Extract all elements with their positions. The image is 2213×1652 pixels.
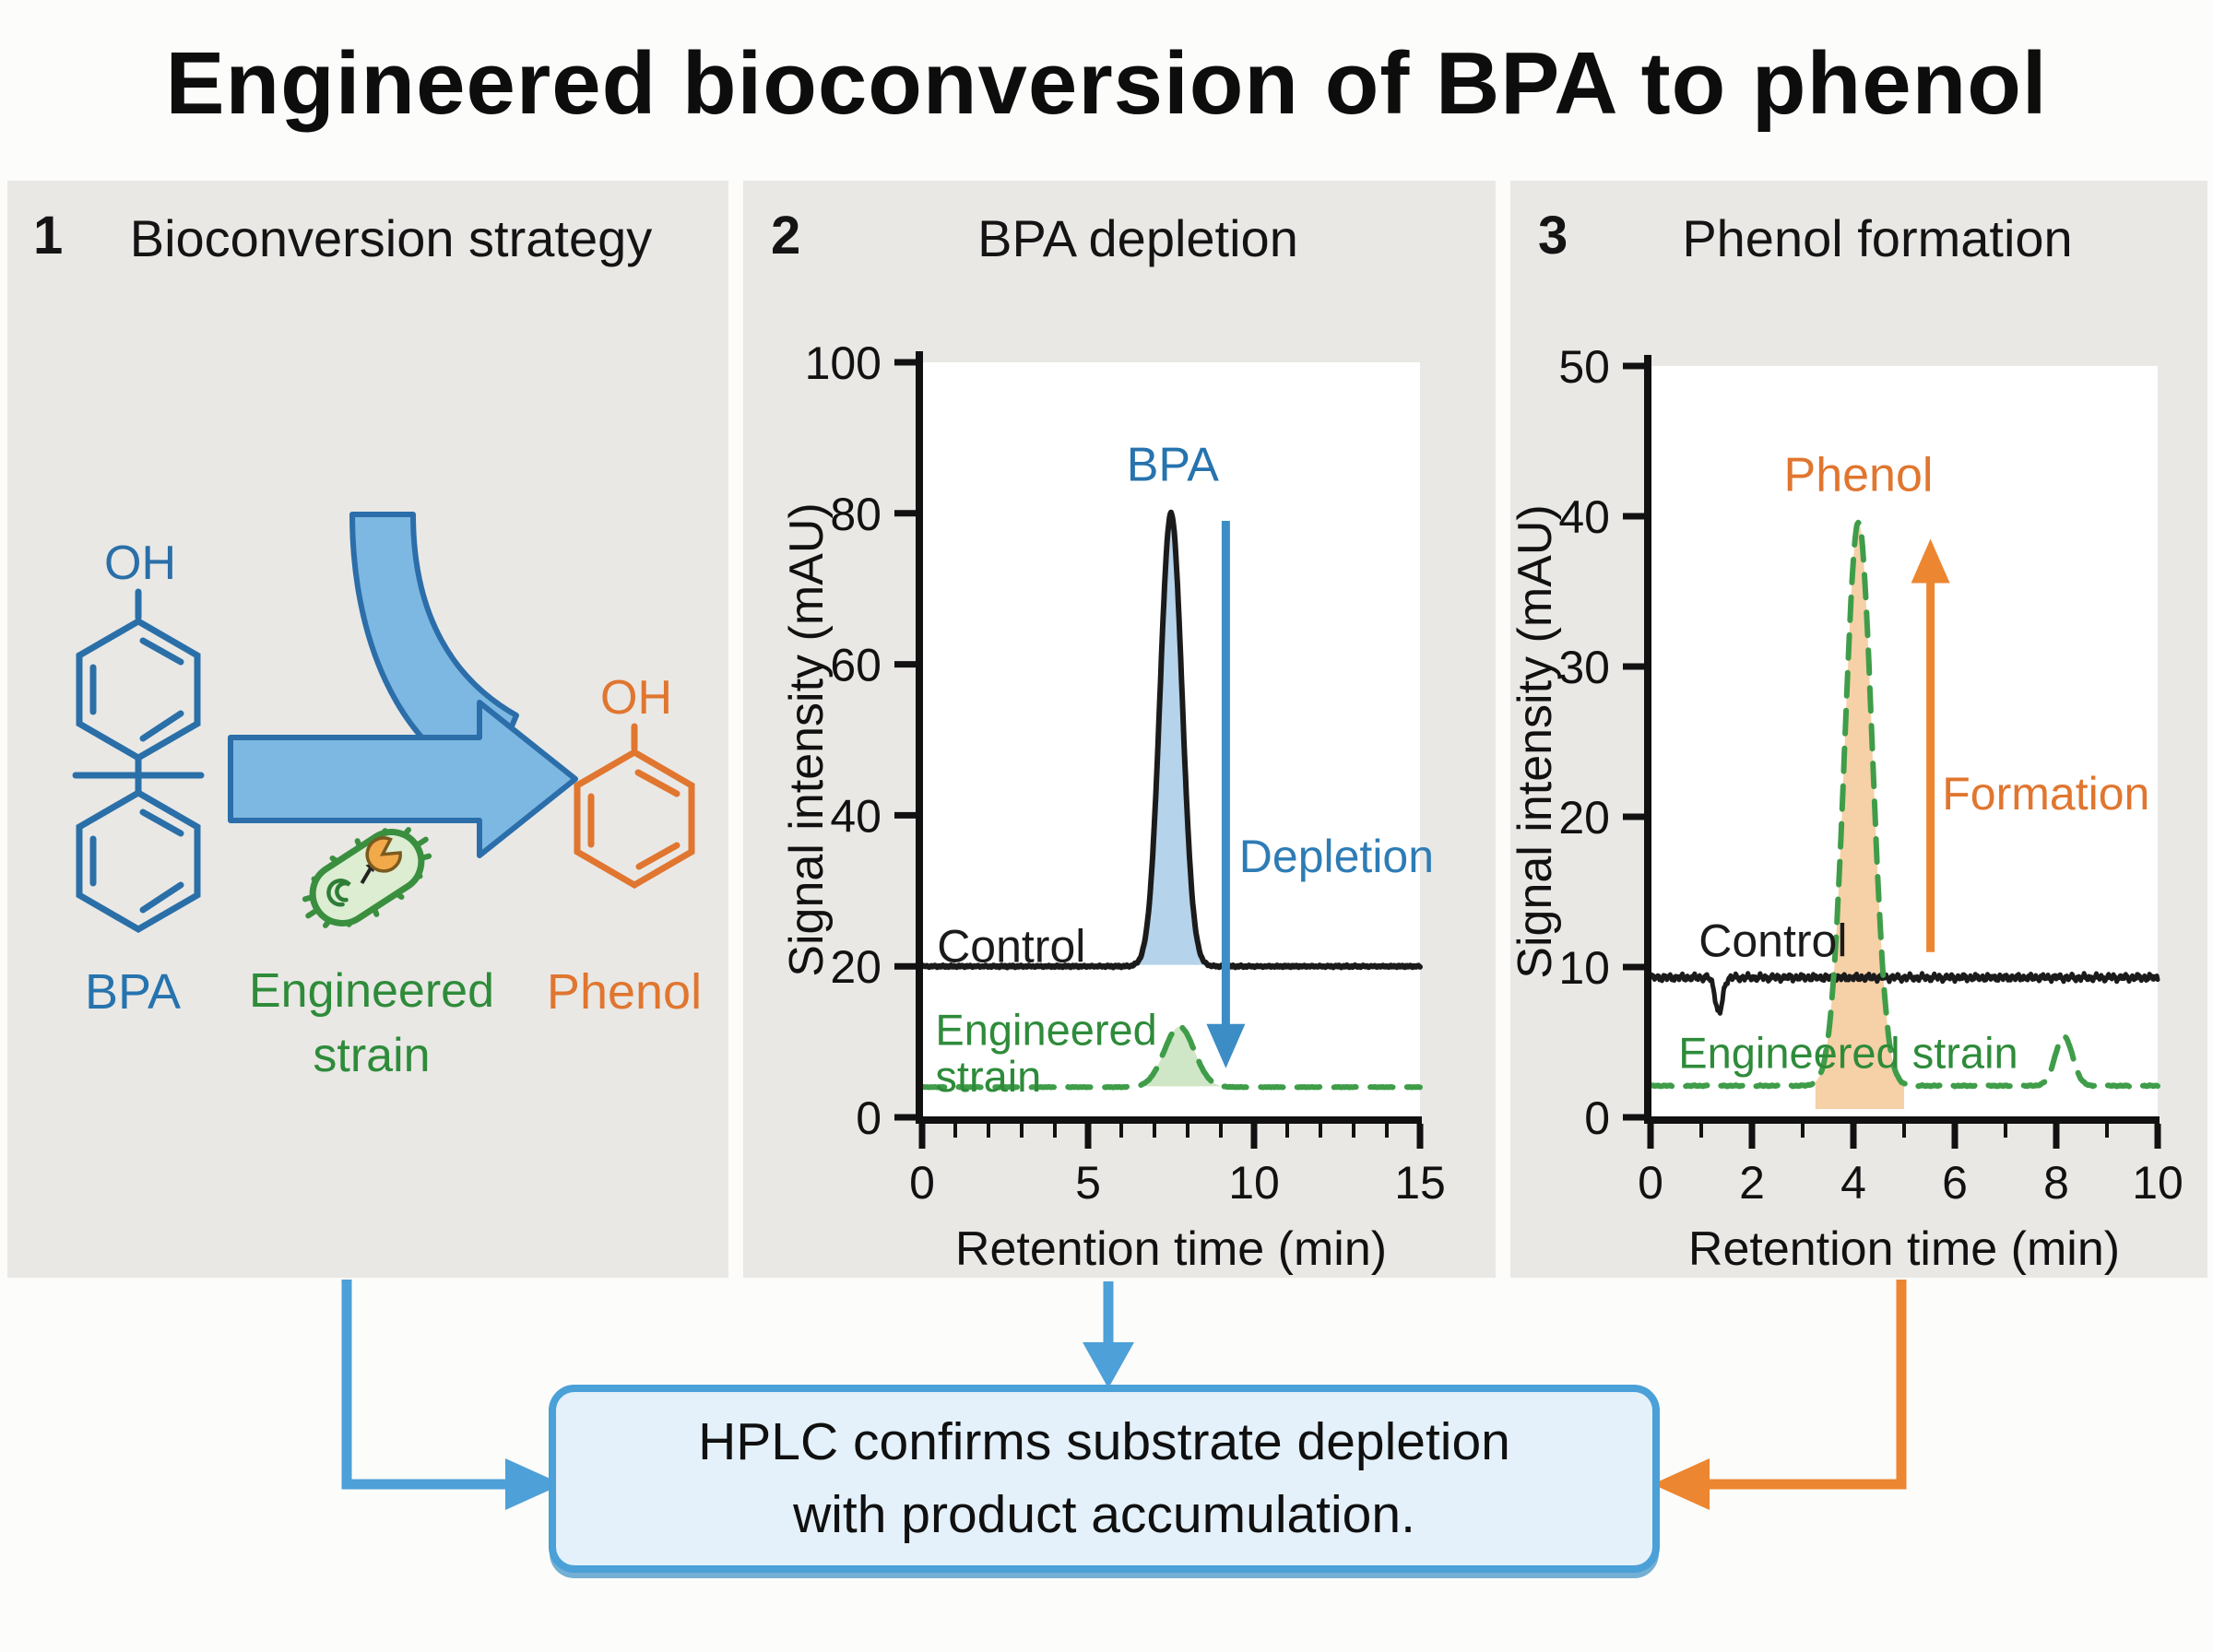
formation-arrowhead-icon	[1911, 538, 1950, 584]
bpa-label: BPA	[85, 964, 181, 1020]
y-tick-label: 40	[1558, 491, 1610, 543]
y-tick-label: 0	[856, 1092, 882, 1144]
annotation-strain: strain	[935, 1052, 1041, 1101]
y-axis-title: Signal intensity (mAU)	[1509, 504, 1562, 978]
x-tick-label: 0	[1638, 1157, 1663, 1209]
plot-area	[1651, 366, 2158, 1117]
depletion-arrowhead-icon	[1206, 1023, 1246, 1068]
annotation-control: Control	[937, 920, 1085, 972]
panel-1-number: 1	[33, 206, 64, 266]
annotation-phenol: Phenol	[1784, 448, 1934, 502]
panel-2-title: BPA depletion	[977, 209, 1298, 267]
annotation-bpa: BPA	[1127, 439, 1220, 492]
peak-fill	[1128, 512, 1218, 967]
x-tick-label: 10	[1228, 1157, 1280, 1209]
bioconversion-scheme: OH BPA Engineered strain OH Phenol	[72, 512, 702, 1082]
trace-control	[1648, 971, 2160, 1016]
panel-3-number: 3	[1538, 206, 1568, 266]
y-tick-label: 0	[1584, 1092, 1610, 1144]
trace-engineered-strain	[919, 1023, 1423, 1091]
strain-label-line2: strain	[313, 1029, 430, 1082]
x-axis-title: Retention time (min)	[955, 1222, 1387, 1276]
summary-line-1: HPLC confirms substrate depletion	[698, 1412, 1510, 1472]
bpa-oh-label: OH	[104, 537, 176, 590]
y-tick-label: 100	[805, 337, 882, 389]
phenol-label: Phenol	[547, 964, 702, 1020]
panel-3-title: Phenol formation	[1682, 209, 2073, 267]
x-tick-label: 10	[2132, 1157, 2183, 1209]
panel-bioconversion-strategy	[7, 181, 728, 1278]
strain-label-line1: Engineered	[249, 964, 494, 1018]
panel-1-title: Bioconversion strategy	[129, 209, 653, 267]
annotation-formation: Formation	[1942, 768, 2149, 820]
y-tick-label: 60	[830, 640, 882, 691]
panel-2-number: 2	[771, 206, 801, 266]
y-tick-label: 30	[1558, 642, 1610, 693]
strategy-to-box-arrow-icon	[341, 1280, 562, 1510]
conversion-arrow-icon	[228, 512, 578, 858]
summary-line-2: with product accumulation.	[793, 1485, 1415, 1544]
x-tick-label: 0	[909, 1157, 935, 1209]
annotation-control: Control	[1698, 915, 1847, 967]
bpa-structure-icon	[72, 588, 205, 934]
x-tick-label: 6	[1942, 1157, 1968, 1209]
x-tick-label: 15	[1394, 1157, 1446, 1209]
y-tick-label: 50	[1558, 341, 1610, 393]
y-axis-title: Signal intensity (mAU)	[780, 502, 834, 976]
annotation-depletion: Depletion	[1239, 831, 1434, 882]
x-tick-label: 5	[1075, 1157, 1101, 1209]
y-tick-label: 20	[1558, 792, 1610, 844]
y-tick-label: 20	[830, 941, 882, 993]
enzyme-icon	[365, 836, 402, 873]
trace-engineered-strain	[1648, 519, 2160, 1090]
phenol-structure-icon	[574, 723, 695, 890]
annotation-engineered: Engineered	[935, 1005, 1156, 1054]
x-tick-label: 8	[2043, 1157, 2069, 1209]
engineered-bacterium-icon	[302, 827, 432, 928]
y-tick-label: 80	[830, 489, 882, 540]
plasmid-icon	[326, 879, 351, 907]
x-tick-label: 2	[1739, 1157, 1765, 1209]
summary-box: HPLC confirms substrate depletion with p…	[549, 1385, 1660, 1573]
x-tick-label: 4	[1840, 1157, 1866, 1209]
depletion-to-box-arrow-icon	[1083, 1281, 1134, 1388]
y-tick-label: 10	[1558, 942, 1610, 994]
annotation-engineered-strain: Engineered strain	[1678, 1028, 2018, 1077]
y-tick-label: 40	[830, 790, 882, 842]
formation-to-box-arrow-icon	[1652, 1280, 1907, 1510]
x-axis-title: Retention time (min)	[1688, 1222, 2120, 1276]
phenol-oh-label: OH	[600, 671, 672, 725]
trace-control	[919, 509, 1423, 971]
figure-title: Engineered bioconversion of BPA to pheno…	[165, 34, 2048, 133]
